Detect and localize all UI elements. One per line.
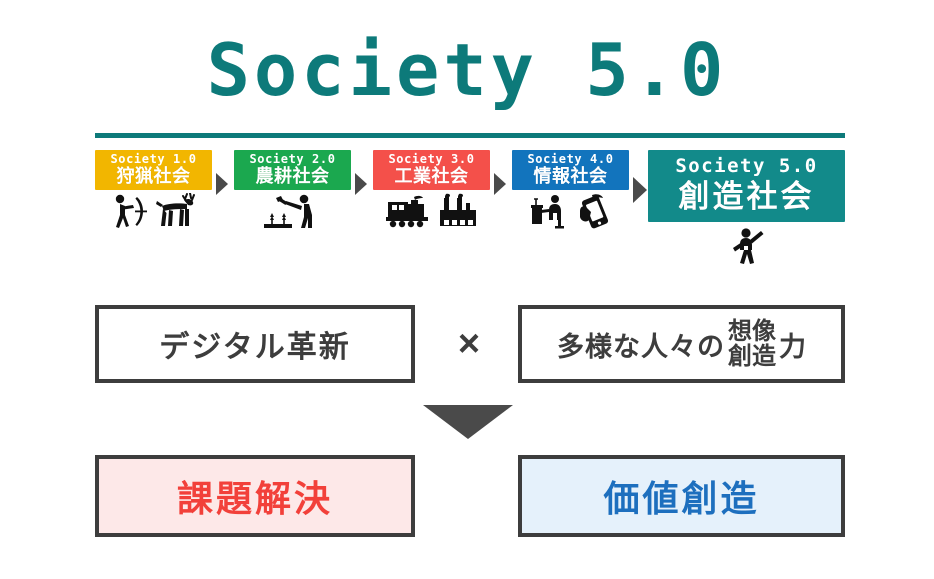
person-at-computer-icon bbox=[531, 195, 564, 229]
stepper-step-society-4[interactable]: Society 4.0 情報社会 bbox=[512, 150, 629, 233]
formula-row: デジタル革新 × 多様な人々の 想像 創造 力 bbox=[95, 305, 845, 383]
stepper-step-society-3-jp: 工業社会 bbox=[394, 166, 469, 186]
farmer-with-hoe-icon bbox=[263, 194, 312, 228]
stepper-arrow-1 bbox=[215, 172, 229, 196]
stepper-step-society-3-box: Society 3.0 工業社会 bbox=[373, 150, 490, 190]
diverse-people-box[interactable]: 多様な人々の 想像 創造 力 bbox=[518, 305, 845, 383]
stepper-step-society-3[interactable]: Society 3.0 工業社会 bbox=[373, 150, 490, 233]
diverse-people-content: 多様な人々の 想像 創造 力 bbox=[557, 319, 806, 369]
results-row: 課題解決 価値創造 bbox=[95, 455, 845, 537]
triangle-right-icon bbox=[633, 177, 647, 203]
value-creation-box[interactable]: 価値創造 bbox=[518, 455, 845, 537]
stepper-step-society-5-icons bbox=[725, 226, 769, 266]
issue-resolution-box[interactable]: 課題解決 bbox=[95, 455, 415, 537]
society-evolution-stepper: Society 1.0 狩猟社会 bbox=[95, 150, 845, 264]
stepper-step-society-5-box: Society 5.0 創造社会 bbox=[648, 150, 845, 222]
stepper-step-society-1[interactable]: Society 1.0 狩猟社会 bbox=[95, 150, 212, 233]
stepper-step-society-5-en: Society 5.0 bbox=[675, 155, 818, 177]
stepper-step-society-2-jp: 農耕社会 bbox=[255, 166, 330, 186]
stepper-step-society-2-icons bbox=[262, 193, 324, 233]
factory-icon bbox=[440, 193, 476, 226]
stepper-step-society-2-en: Society 2.0 bbox=[249, 152, 336, 166]
stepper-step-society-4-box: Society 4.0 情報社会 bbox=[512, 150, 629, 190]
stepper-arrow-2 bbox=[354, 172, 368, 196]
triangle-right-icon bbox=[355, 173, 367, 195]
stepper-step-society-4-icons bbox=[528, 193, 613, 233]
down-arrow-connector bbox=[422, 404, 514, 440]
imagination-creation-stack: 想像 創造 bbox=[728, 319, 776, 369]
triangle-down-icon bbox=[423, 405, 513, 439]
deer-icon bbox=[156, 193, 195, 226]
triangle-right-icon bbox=[494, 173, 506, 195]
stepper-step-society-3-icons bbox=[384, 193, 479, 233]
stepper-step-society-1-icons bbox=[107, 193, 200, 233]
smartphone-hand-icon bbox=[580, 194, 609, 229]
value-creation-label: 価値創造 bbox=[603, 478, 760, 519]
stepper-step-society-3-en: Society 3.0 bbox=[388, 152, 475, 166]
hunter-with-bow-icon bbox=[115, 194, 147, 228]
triangle-right-icon bbox=[216, 173, 228, 195]
stepper-step-society-1-jp: 狩猟社会 bbox=[116, 166, 191, 186]
stepper-step-society-1-en: Society 1.0 bbox=[110, 152, 197, 166]
stepper-step-society-4-en: Society 4.0 bbox=[527, 152, 614, 166]
stepper-step-society-2[interactable]: Society 2.0 農耕社会 bbox=[234, 150, 351, 233]
issue-resolution-label: 課題解決 bbox=[176, 478, 333, 519]
stepper-step-society-1-box: Society 1.0 狩猟社会 bbox=[95, 150, 212, 190]
stepper-step-society-4-jp: 情報社会 bbox=[533, 166, 608, 186]
stepper-step-society-2-box: Society 2.0 農耕社会 bbox=[234, 150, 351, 190]
diverse-people-lead: 多様な人々の bbox=[557, 331, 725, 362]
stepper-step-society-5-jp: 創造社会 bbox=[678, 179, 815, 214]
creation-label: 創造 bbox=[728, 343, 776, 370]
digital-innovation-label: デジタル革新 bbox=[159, 331, 351, 364]
stepper-arrow-4 bbox=[632, 176, 647, 203]
stepper-step-society-5[interactable]: Society 5.0 創造社会 bbox=[648, 150, 845, 266]
person-arms-raised-icon bbox=[732, 228, 763, 264]
multiplication-operator-icon: × bbox=[457, 323, 481, 365]
digital-innovation-box[interactable]: デジタル革新 bbox=[95, 305, 415, 383]
steam-locomotive-icon bbox=[386, 195, 428, 228]
crops-icon bbox=[263, 213, 292, 228]
stepper-arrow-3 bbox=[493, 172, 507, 196]
imagination-label: 想像 bbox=[728, 318, 776, 345]
page-title: Society 5.0 bbox=[206, 28, 728, 112]
title-underline-rule bbox=[95, 133, 845, 138]
power-suffix-label: 力 bbox=[779, 331, 806, 362]
